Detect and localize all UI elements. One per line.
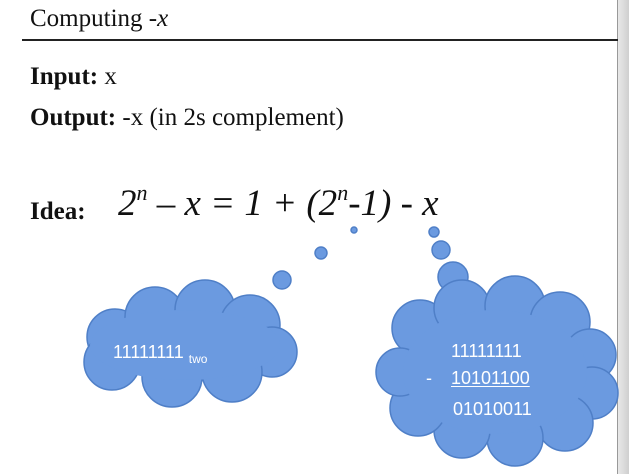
left-trail-dot-1: [350, 226, 358, 234]
right-cloud-line-2: 10101100: [451, 368, 530, 388]
output-value: -x (in 2s complement): [116, 104, 344, 131]
input-label: Input:: [30, 63, 99, 90]
title-underline-rule: [22, 39, 618, 41]
idea-label: Idea:: [30, 198, 86, 225]
right-cloud-minus: -: [426, 368, 432, 388]
formula-exponent-2: n: [337, 180, 349, 205]
left-trail-dot-2: [314, 246, 328, 260]
formula-part-1: 2: [118, 183, 137, 224]
slide-title: Computing -x: [30, 2, 168, 36]
frame-edge: [618, 0, 629, 474]
output-line: Output: -x (in 2s complement): [30, 102, 344, 134]
title-text: Computing: [30, 5, 149, 32]
input-value: x: [98, 63, 117, 90]
left-trail-dot-3: [272, 270, 292, 290]
right-trail-dot-2: [431, 240, 451, 260]
output-label: Output:: [30, 104, 117, 131]
right-trail-dot-1: [428, 226, 440, 238]
frame-edge-line: [617, 0, 618, 474]
formula-part-3: -1) - x: [348, 183, 439, 224]
left-cloud-subscript: two: [188, 352, 208, 366]
formula-exponent-1: n: [136, 180, 148, 205]
title-variable: -x: [148, 5, 169, 32]
right-cloud-line-3: 01010011: [453, 399, 532, 419]
right-cloud-line-1: 11111111: [451, 341, 522, 361]
idea-formula: 2n – x = 1 + (2n-1) - x: [118, 180, 439, 228]
formula-part-2: – x = 1 + (2: [147, 183, 338, 224]
left-thought-cloud: [83, 279, 298, 408]
left-cloud-value: 11111111: [113, 342, 184, 362]
left-cloud-text: 11111111 two: [113, 341, 207, 370]
input-line: Input: x: [30, 61, 117, 93]
right-thought-cloud: [375, 275, 619, 467]
